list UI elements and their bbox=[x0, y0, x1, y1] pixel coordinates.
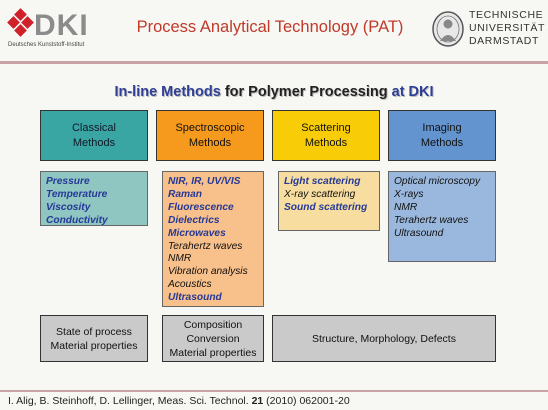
tu-seal-icon bbox=[432, 11, 464, 47]
tu-line: DARMSTADT bbox=[469, 35, 539, 47]
page-title: Process Analytical Technology (PAT) bbox=[136, 18, 404, 36]
list-item: Pressure bbox=[46, 176, 90, 187]
outcome-line: Material properties bbox=[169, 346, 257, 359]
footer-divider bbox=[0, 390, 548, 392]
list-item: Light scattering bbox=[284, 176, 361, 187]
citation: I. Alig, B. Steinhoff, D. Lellinger, Mea… bbox=[8, 395, 350, 407]
heading-line: Methods bbox=[188, 136, 232, 149]
subtitle-highlight: at DKI bbox=[391, 84, 434, 100]
slide-subtitle: In-line Methods for Polymer Processing a… bbox=[0, 84, 548, 100]
list-item: NMR bbox=[168, 253, 192, 265]
list-item: X-ray scattering bbox=[284, 188, 356, 200]
outcome-line: Material properties bbox=[50, 339, 138, 352]
list-item: Optical microscopy bbox=[394, 176, 481, 187]
list-item: Acoustics bbox=[168, 279, 212, 291]
list-item: Vibration analysis bbox=[168, 266, 248, 278]
list-item: Microwaves bbox=[168, 227, 226, 239]
list-item: NMR bbox=[394, 201, 418, 213]
subtitle-highlight: In-line Methods bbox=[114, 84, 221, 100]
list-imaging-methods: Optical microscopy X-rays NMR Terahertz … bbox=[388, 171, 496, 262]
heading-line: Imaging bbox=[422, 121, 462, 134]
list-item: Dielectrics bbox=[168, 214, 220, 226]
heading-line: Methods bbox=[72, 136, 116, 149]
heading-line: Spectroscopic bbox=[175, 121, 245, 134]
list-item: Temperature bbox=[46, 188, 108, 200]
list-classical-methods: Pressure Temperature Viscosity Conductiv… bbox=[40, 171, 148, 226]
tu-line: UNIVERSITÄT bbox=[469, 22, 546, 34]
list-item: Terahertz waves bbox=[394, 214, 469, 226]
outcome-line: Structure, Morphology, Defects bbox=[312, 332, 456, 345]
list-spectroscopic-methods: NIR, IR, UV/VIS Raman Fluorescence Diele… bbox=[162, 171, 264, 307]
outcome-line: State of process bbox=[56, 325, 132, 338]
dki-logo-text: DKI bbox=[34, 9, 89, 42]
outcome-structure: Structure, Morphology, Defects bbox=[272, 315, 496, 362]
list-item: Ultrasound bbox=[168, 292, 222, 304]
list-item: Conductivity bbox=[46, 214, 108, 226]
heading-line: Methods bbox=[304, 136, 348, 149]
citation-text: (2010) 062001-20 bbox=[263, 395, 350, 407]
list-item: X-rays bbox=[394, 188, 424, 200]
dki-logo-subtext: Deutsches Kunststoff-Institut bbox=[8, 42, 85, 48]
dki-diamond-icon bbox=[6, 8, 36, 40]
list-item: Raman bbox=[168, 188, 202, 200]
list-item: Terahertz waves bbox=[168, 240, 243, 252]
list-scattering-methods: Light scattering X-ray scattering Sound … bbox=[278, 171, 380, 231]
citation-text: I. Alig, B. Steinhoff, D. Lellinger, Mea… bbox=[8, 395, 252, 407]
dki-logo: DKI Deutsches Kunststoff-Institut bbox=[6, 8, 88, 54]
subtitle-text: for Polymer Processing bbox=[220, 84, 392, 100]
tu-darmstadt-logo-text: TECHNISCHE UNIVERSITÄT DARMSTADT bbox=[469, 9, 545, 48]
list-item: Sound scattering bbox=[284, 201, 368, 213]
heading-line: Methods bbox=[420, 136, 464, 149]
tu-line: TECHNISCHE bbox=[469, 9, 544, 21]
outcome-composition: Composition Conversion Material properti… bbox=[162, 315, 264, 362]
list-item: Fluorescence bbox=[168, 201, 234, 213]
heading-line: Classical bbox=[71, 121, 116, 134]
list-item: Ultrasound bbox=[394, 227, 444, 239]
heading-line: Scattering bbox=[301, 121, 351, 134]
outcome-line: Conversion bbox=[186, 332, 240, 345]
citation-volume: 21 bbox=[251, 395, 264, 407]
header-divider bbox=[0, 61, 548, 64]
list-item: Viscosity bbox=[46, 201, 91, 213]
outcome-line: Composition bbox=[183, 318, 243, 331]
list-item: NIR, IR, UV/VIS bbox=[168, 176, 241, 187]
